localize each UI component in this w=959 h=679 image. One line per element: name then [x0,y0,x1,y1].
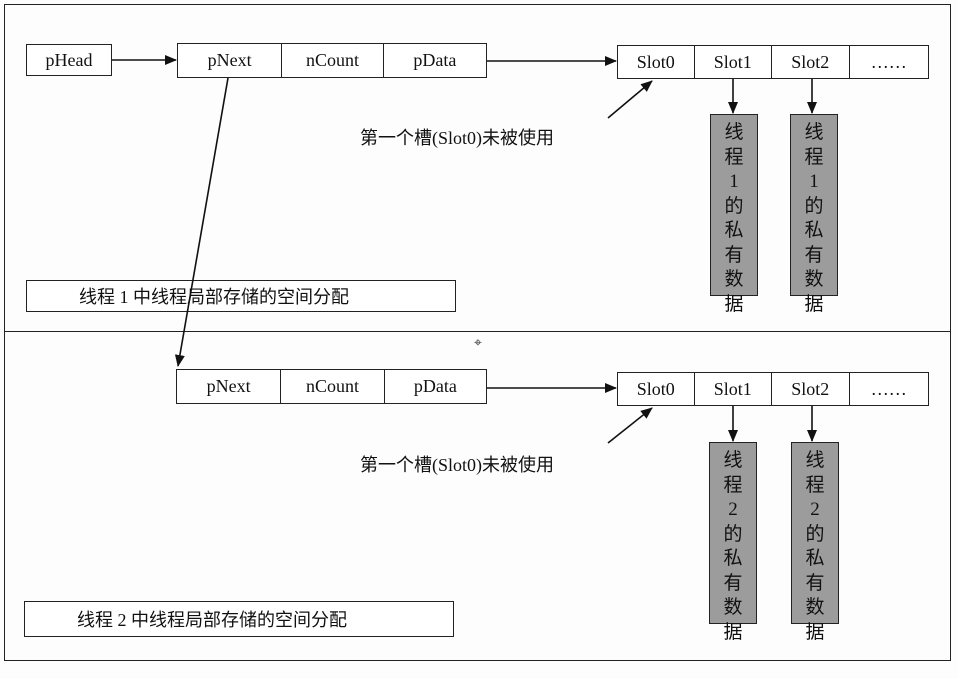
thread2-slot-array: Slot0 Slot1 Slot2 …… [617,372,929,406]
thread1-private-data-slot1: 线 程 1 的 私 有 数 据 [710,114,758,315]
thread1-slot2: Slot2 [772,46,850,78]
thread1-slot-array: Slot0 Slot1 Slot2 …… [617,45,929,79]
text: 数 [805,597,825,618]
center-marker: ⌖ [474,336,482,351]
text: 有 [724,244,744,266]
text: 的 [805,523,825,545]
text: 私 [805,548,825,569]
text: 的 [723,523,743,545]
text: 线 [804,122,824,143]
thread1-private-data-slot2: 线 程 1 的 私 有 数 据 [790,114,838,315]
thread1-slot-ellipsis: …… [870,51,907,72]
text: 程 [724,146,744,168]
text: 有 [805,572,825,594]
thread1-slot0: Slot0 [618,46,695,78]
top-marker: ▲ [474,0,484,3]
thread2-private-data-slot2: 线 程 2 的 私 有 数 据 [791,442,839,643]
text: 据 [805,621,825,643]
text: 据 [723,621,743,643]
text: 私 [804,220,824,241]
thread1-slot1: Slot1 [695,46,773,78]
text: 程 [723,474,743,496]
text: 有 [804,244,824,266]
text: 私 [723,548,743,569]
text: 的 [724,195,744,217]
text: 数 [804,269,824,290]
thread1-node: pNext nCount pData [177,43,487,78]
thread2-field-ncount: nCount [281,370,385,403]
thread2-private-data-slot1: 线 程 2 的 私 有 数 据 [709,442,757,643]
text: 1 [729,171,739,192]
text: 2 [728,499,738,520]
text: 程 [804,146,824,168]
text: 有 [723,572,743,594]
text: 线 [723,450,743,471]
text: 数 [724,269,744,290]
thread2-field-pdata: pData [413,376,457,396]
thread2-node: pNext nCount pData [176,369,487,404]
text: 私 [724,220,744,241]
thread2-slot1: Slot1 [695,373,773,405]
text: 程 [805,474,825,496]
text: 1 [809,171,819,192]
text: 线 [805,450,825,471]
text: 数 [723,597,743,618]
thread1-slot0-note: 第一个槽(Slot0)未被使用 [360,128,555,148]
thread1-caption: 线程 1 中线程局部存储的空间分配 [26,280,456,312]
thread1-field-pdata: pData [413,50,457,70]
phead-box: pHead [26,44,112,76]
thread1-field-ncount: nCount [282,44,384,77]
thread2-caption: 线程 2 中线程局部存储的空间分配 [24,601,454,637]
text: 据 [804,293,824,315]
thread2-slot0-note: 第一个槽(Slot0)未被使用 [360,455,555,475]
text: 线 [724,122,744,143]
thread2-slot2: Slot2 [772,373,850,405]
text: 2 [810,499,820,520]
thread1-field-pnext: pNext [178,44,283,77]
thread2-slot-ellipsis: …… [870,378,907,399]
text: 据 [724,293,744,315]
thread2-slot0: Slot0 [618,373,695,405]
thread2-field-pnext: pNext [177,370,282,403]
text: 的 [804,195,824,217]
